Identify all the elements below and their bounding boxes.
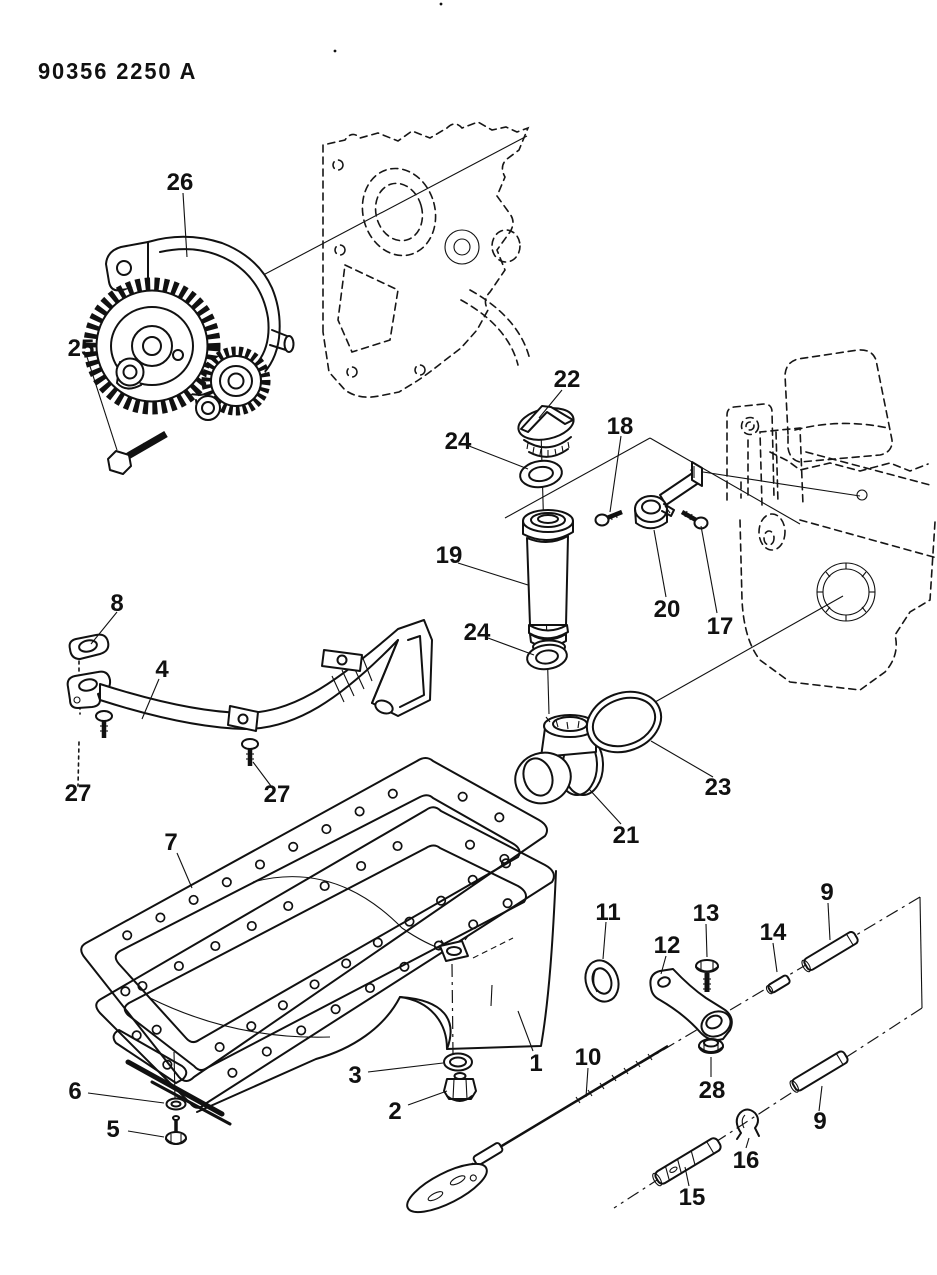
callout-26: 26 xyxy=(167,169,194,196)
filler-gasket-lower xyxy=(526,643,568,671)
pan-sump-outline xyxy=(196,870,557,1113)
filler-tube xyxy=(522,509,574,655)
callout-17: 17 xyxy=(707,613,734,640)
callout-24: 24 xyxy=(445,428,472,455)
bracket-bolt xyxy=(695,959,719,992)
callout-5: 5 xyxy=(106,1116,119,1143)
filler-tube-group xyxy=(514,405,709,805)
tube-clip xyxy=(735,1108,760,1140)
callout-11: 11 xyxy=(595,899,620,926)
pickup-tube-group xyxy=(66,619,433,787)
callout-3: 3 xyxy=(348,1062,361,1089)
oil-pump xyxy=(83,235,295,475)
callout-14: 14 xyxy=(760,919,787,946)
callout-15: 15 xyxy=(679,1184,706,1211)
callout-6: 6 xyxy=(68,1078,81,1105)
dipstick-tube-lower xyxy=(789,1050,849,1093)
crank-bore-hatching xyxy=(817,563,875,621)
construction-lines xyxy=(249,2,923,1209)
callout-9: 9 xyxy=(813,1108,826,1135)
callout-27: 27 xyxy=(264,781,291,808)
callout-19: 19 xyxy=(436,542,463,569)
callout-8: 8 xyxy=(110,590,123,617)
tube-clamp-bracket xyxy=(634,461,703,530)
pump-bolt xyxy=(107,430,168,475)
callout-21: 21 xyxy=(613,822,640,849)
callout-10: 10 xyxy=(575,1044,602,1071)
drain-boss xyxy=(439,935,469,962)
bolt-holes xyxy=(120,788,513,1078)
filler-cap xyxy=(517,405,575,458)
dipstick-tube-marked xyxy=(652,1137,722,1187)
callout-20: 20 xyxy=(654,596,681,623)
callout-9: 9 xyxy=(820,879,833,906)
drain-plug-gasket xyxy=(443,1052,473,1072)
callout-12: 12 xyxy=(654,932,681,959)
oil-pan-group xyxy=(80,757,557,1145)
clamp-bolt-right xyxy=(680,510,709,530)
callout-22: 22 xyxy=(554,366,581,393)
dipstick-bracket xyxy=(649,968,733,1042)
clamp-bolt-left xyxy=(594,509,623,527)
dipstick-rod xyxy=(406,1044,669,1214)
dipstick-grommet xyxy=(584,959,620,1003)
dipstick-ferrule xyxy=(765,974,791,995)
dipstick-handle xyxy=(406,1162,488,1214)
callout-4: 4 xyxy=(155,656,169,683)
dipstick-group xyxy=(406,930,859,1214)
pan-flange-inner xyxy=(123,844,527,1072)
pan-bolt xyxy=(165,1115,187,1145)
pickup-bolt-left xyxy=(95,710,113,738)
elbow-o-ring xyxy=(585,690,663,754)
timing-cover-hidden xyxy=(322,121,531,398)
callout-24: 24 xyxy=(464,619,491,646)
pump-gear-small xyxy=(201,346,271,416)
filler-gasket-upper xyxy=(519,459,563,489)
leader-lines xyxy=(86,192,831,1187)
pump-gear-large xyxy=(83,277,221,415)
callout-16: 16 xyxy=(733,1147,760,1174)
pan-washer xyxy=(165,1097,187,1111)
tube-bracket-tabs xyxy=(227,649,363,732)
callout-27: 27 xyxy=(65,780,92,807)
pan-gasket-outer xyxy=(80,757,548,1082)
callout-23: 23 xyxy=(705,774,732,801)
callout-18: 18 xyxy=(607,413,634,440)
figure-code: 90356 2250 A xyxy=(38,58,198,84)
callout-13: 13 xyxy=(693,900,720,927)
pickup-bolt-right xyxy=(241,738,259,766)
callout-25: 25 xyxy=(68,335,95,362)
callout-7: 7 xyxy=(164,829,177,856)
cap-serrations xyxy=(526,441,570,456)
drain-plug xyxy=(443,1072,477,1102)
pan-gasket-inner xyxy=(114,794,521,1044)
callout-28: 28 xyxy=(699,1077,726,1104)
tube-clamp-8 xyxy=(68,633,110,660)
bracket-nut xyxy=(698,1038,724,1054)
callout-1: 1 xyxy=(529,1050,542,1077)
dipstick-tube-upper xyxy=(801,930,859,973)
engine-block-hidden xyxy=(726,349,937,691)
callout-2: 2 xyxy=(388,1098,401,1125)
